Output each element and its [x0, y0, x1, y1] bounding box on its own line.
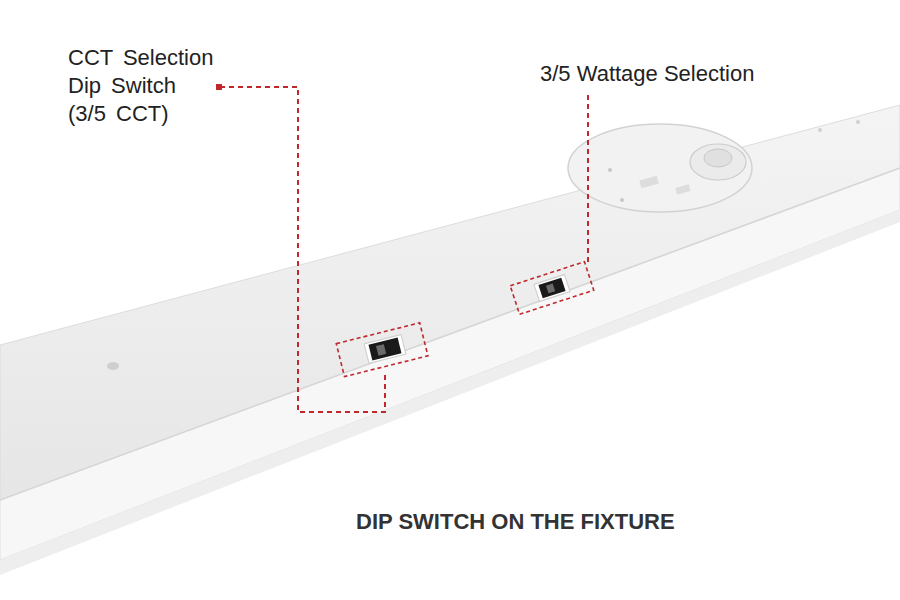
cct-dip-switch	[336, 323, 428, 377]
fixture-top	[0, 105, 900, 500]
leader-dot	[216, 84, 222, 90]
rivet	[608, 168, 612, 172]
ridge-line	[0, 168, 900, 500]
callout-label: CCT Selection Dip Switch (3/5 CCT)	[68, 44, 219, 128]
rivet	[620, 198, 624, 202]
fixture-front	[0, 168, 900, 560]
callout-label: 3/5 Wattage Selection	[540, 60, 754, 88]
fixture-lens	[0, 210, 900, 575]
screw-hole	[107, 362, 119, 370]
mounting-plate	[568, 124, 752, 212]
leader-line	[220, 87, 385, 412]
mounting-slot	[675, 184, 690, 194]
mounting-slot	[639, 176, 658, 188]
wattage-dip-switch	[510, 262, 593, 315]
rivet	[856, 120, 860, 124]
figure-caption: DIP SWITCH ON THE FIXTURE	[356, 508, 675, 536]
leader-line	[587, 95, 589, 262]
mounting-knob-top	[704, 149, 732, 167]
rivet	[818, 128, 822, 132]
mounting-knob	[690, 144, 746, 180]
